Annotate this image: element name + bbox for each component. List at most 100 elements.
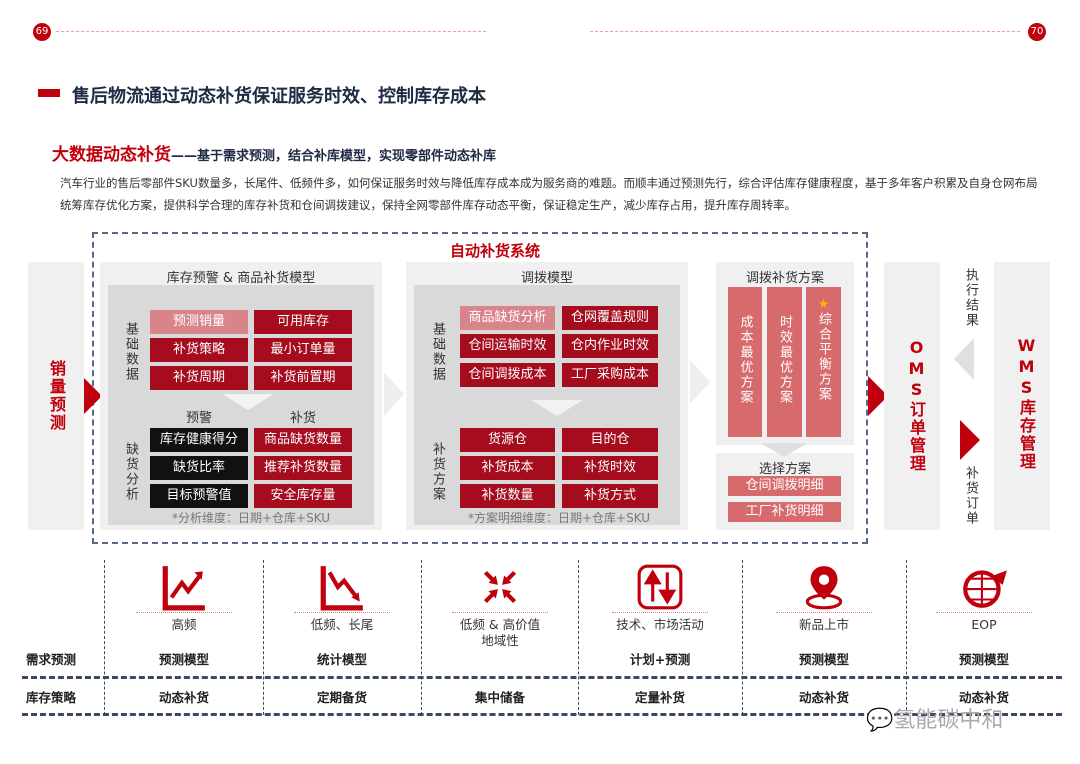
replenish-label: 补货: [289, 411, 316, 426]
model-item: 工厂采购成本: [562, 363, 658, 387]
plan-option-recommended: ★综合平衡方案: [806, 287, 841, 437]
inventory-strategy: 动态补货: [158, 690, 209, 705]
replenish-order-label: 补货订单: [963, 466, 978, 526]
arrow-right-icon: [960, 420, 980, 460]
row-label: 需求预测: [26, 652, 77, 667]
selected-plan-item: 工厂补货明细: [728, 502, 841, 522]
wms-label: WMS库存管理: [1017, 336, 1036, 471]
column-divider: [906, 560, 907, 715]
system-title: 自动补货系统: [380, 240, 610, 261]
column-divider: [742, 560, 743, 715]
page-number-right: 70: [1028, 23, 1046, 41]
model-item: 补货成本: [460, 456, 555, 480]
chevron-right-icon: [690, 360, 710, 404]
panel-header: 选择方案: [758, 462, 811, 477]
model-item: 库存健康得分: [150, 428, 248, 452]
star-icon: ★: [817, 297, 830, 312]
column-divider: [578, 560, 579, 715]
column-divider: [263, 560, 264, 715]
model-item: 仓内作业时效: [562, 334, 658, 358]
plan-option: 时效最优方案: [767, 287, 802, 437]
divider: [136, 612, 232, 613]
column-divider: [421, 560, 422, 715]
wms-block: [994, 262, 1050, 530]
basic-data-label: 基础数据: [430, 322, 445, 382]
plan-option: 成本最优方案: [728, 287, 762, 437]
row-divider: [22, 713, 1062, 716]
wechat-icon: 💬: [866, 708, 894, 733]
divider: [936, 612, 1032, 613]
model-item: 商品缺货数量: [254, 428, 352, 452]
converge-arrows-icon: [475, 562, 525, 616]
model-item: 推荐补货数量: [254, 456, 352, 480]
chevron-right-icon: [384, 372, 404, 416]
model-item: 目的仓: [562, 428, 658, 452]
section-heading-red: 大数据动态补货: [52, 145, 171, 165]
inventory-strategy: 动态补货: [958, 690, 1009, 705]
arrow-down-icon: [760, 443, 808, 457]
model-item: 最小订单量: [254, 338, 352, 362]
divider: [590, 31, 1020, 32]
trend-down-icon: [317, 562, 367, 616]
forecast-method: 计划+预测: [629, 652, 691, 667]
model-item: 货源仓: [460, 428, 555, 452]
model-item: 补货方式: [562, 484, 658, 508]
panel-header: 调拨模型: [520, 271, 573, 286]
inventory-strategy: 集中储备: [474, 690, 525, 705]
forecast-method: 统计模型: [316, 652, 367, 667]
model-item: 补货时效: [562, 456, 658, 480]
arrow-left-icon: [954, 338, 974, 380]
panel-header: 调拨补货方案: [745, 271, 824, 286]
warn-label: 预警: [185, 411, 212, 426]
model-item: 补货数量: [460, 484, 555, 508]
demand-type: EOP: [971, 617, 997, 632]
model-item: 补货策略: [150, 338, 248, 362]
watermark-text: 氢能碳中和: [893, 708, 1004, 733]
model-item: 缺货比率: [150, 456, 248, 480]
sales-forecast-block: [28, 262, 84, 530]
model-item: 商品缺货分析: [460, 306, 555, 330]
page-number-left: 69: [33, 23, 51, 41]
model-item: 仓间运输时效: [460, 334, 555, 358]
model-item: 目标预警值: [150, 484, 248, 508]
forecast-method: 预测模型: [158, 652, 209, 667]
model-item: 仓间调拨成本: [460, 363, 555, 387]
column-divider: [104, 560, 105, 715]
selected-plan-item: 仓间调拨明细: [728, 476, 841, 496]
exec-result-label: 执行结果: [963, 268, 978, 328]
oms-label: OMS订单管理: [907, 338, 926, 473]
plan-label: 补货方案: [430, 442, 445, 502]
model-item: 可用库存: [254, 310, 352, 334]
section-heading-rest: ——基于需求预测，结合补库模型，实现零部件动态补库: [171, 149, 497, 164]
inventory-strategy: 定期备货: [316, 690, 367, 705]
model-item: 仓网覆盖规则: [562, 306, 658, 330]
row-label: 库存策略: [26, 690, 77, 705]
plan-option-label: 时效最优方案: [777, 315, 792, 405]
shortage-label: 缺货分析: [123, 442, 138, 502]
arrow-down-icon: [531, 400, 583, 416]
arrow-right-icon: [868, 376, 888, 416]
row-divider: [22, 676, 1062, 679]
divider: [56, 31, 486, 32]
divider: [294, 612, 390, 613]
plan-option-label: 成本最优方案: [737, 315, 753, 405]
trend-up-icon: [159, 562, 209, 616]
panel-footer: *方案明细维度：日期+仓库+SKU: [467, 511, 651, 525]
title-marker: [38, 89, 60, 97]
watermark: 💬氢能碳中和: [866, 702, 1003, 734]
panel-footer: *分析维度：日期+仓库+SKU: [171, 511, 331, 525]
inventory-strategy: 动态补货: [798, 690, 849, 705]
sales-forecast-label: 销量预测: [47, 360, 66, 432]
forecast-method: 预测模型: [798, 652, 849, 667]
demand-type: 高频: [171, 617, 197, 632]
intro-paragraph: 汽车行业的售后零部件SKU数量多，长尾件、低频件多，如何保证服务时效与降低库存成…: [60, 176, 1038, 212]
plan-option-label: 综合平衡方案: [816, 312, 831, 402]
divider: [452, 612, 548, 613]
section-heading: 大数据动态补货——基于需求预测，结合补库模型，实现零部件动态补库: [52, 140, 496, 165]
globe-plane-icon: [959, 562, 1009, 616]
divider: [776, 612, 872, 613]
demand-type: 低频、长尾: [310, 617, 374, 632]
arrow-down-icon: [222, 394, 274, 410]
basic-data-label: 基础数据: [123, 322, 138, 382]
page-title: 售后物流通过动态补货保证服务时效、控制库存成本: [72, 86, 486, 107]
